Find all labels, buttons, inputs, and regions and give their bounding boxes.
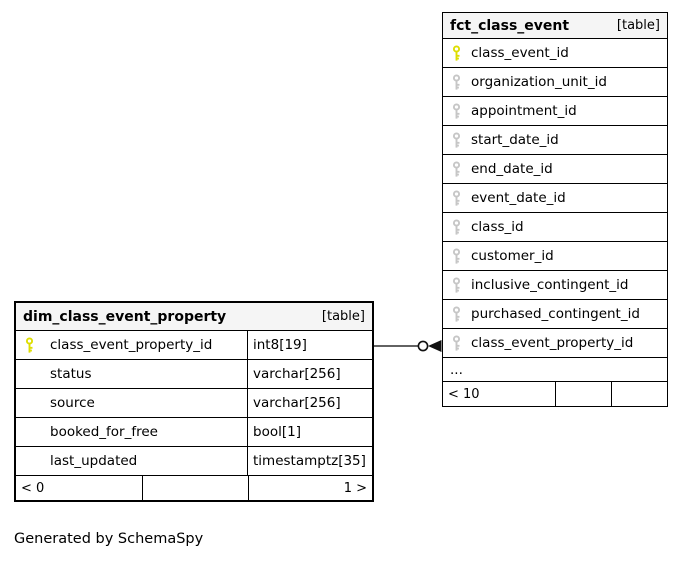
foreign-key-icon [443,218,471,236]
column-row-class-id[interactable]: class_id [443,213,667,242]
foreign-key-icon [443,189,471,207]
primary-key-icon [16,336,44,354]
truncated-columns-row: ... [443,358,667,382]
footer-parents-count [611,382,667,406]
footer-mid-cell [555,382,611,406]
column-name: class_event_id [471,45,569,61]
column-name: start_date_id [471,132,559,148]
foreign-key-icon [443,131,471,149]
foreign-key-icon [443,160,471,178]
column-row-end-date-id[interactable]: end_date_id [443,155,667,184]
foreign-key-icon [443,276,471,294]
column-name: inclusive_contingent_id [471,277,629,293]
foreign-key-icon [443,102,471,120]
column-name: booked_for_free [50,424,158,440]
column-type: int8[19] [247,331,372,359]
column-type: bool[1] [247,418,372,446]
column-row-event-date-id[interactable]: event_date_id [443,184,667,213]
foreign-key-icon [443,73,471,91]
column-name: class_id [471,219,524,235]
table-header[interactable]: dim_class_event_property [table] [16,303,372,331]
column-row-booked-for-free[interactable]: booked_for_free bool[1] [16,418,372,447]
column-row-inclusive-contingent-id[interactable]: inclusive_contingent_id [443,271,667,300]
column-name: source [50,395,95,411]
column-row-organization-unit-id[interactable]: organization_unit_id [443,68,667,97]
column-row-purchased-contingent-id[interactable]: purchased_contingent_id [443,300,667,329]
column-name: class_event_property_id [50,337,213,353]
column-name: class_event_property_id [471,335,634,351]
footer-parents-count: 1 > [248,476,372,500]
column-name: organization_unit_id [471,74,607,90]
column-name: end_date_id [471,161,553,177]
foreign-key-icon [443,305,471,323]
table-dim-class-event-property[interactable]: dim_class_event_property [table] class_e… [14,301,374,502]
table-fct-class-event[interactable]: fct_class_event [table] class_event_id o… [442,12,668,407]
table-type-badge: [table] [321,309,365,324]
column-row-last-updated[interactable]: last_updated timestamptz[35] [16,447,372,476]
foreign-key-icon [443,247,471,265]
table-header[interactable]: fct_class_event [table] [443,13,667,39]
column-type: varchar[256] [247,389,372,417]
column-name: status [50,366,92,382]
generated-by-credit: Generated by SchemaSpy [14,531,204,547]
table-footer: < 0 1 > [16,476,372,500]
column-name: customer_id [471,248,554,264]
column-row-customer-id[interactable]: customer_id [443,242,667,271]
primary-key-icon [443,44,471,62]
column-name: last_updated [50,453,138,469]
column-name: event_date_id [471,190,566,206]
column-type: timestamptz[35] [247,447,372,475]
footer-mid-cell [142,476,248,500]
column-row-class-event-id[interactable]: class_event_id [443,39,667,68]
column-row-class-event-property-id[interactable]: class_event_property_id [443,329,667,358]
table-title[interactable]: dim_class_event_property [23,308,227,325]
column-row-status[interactable]: status varchar[256] [16,360,372,389]
column-row-class-event-property-id[interactable]: class_event_property_id int8[19] [16,331,372,360]
table-footer: < 10 [443,382,667,406]
column-row-appointment-id[interactable]: appointment_id [443,97,667,126]
column-row-source[interactable]: source varchar[256] [16,389,372,418]
column-type: varchar[256] [247,360,372,388]
column-name: purchased_contingent_id [471,306,640,322]
table-title[interactable]: fct_class_event [450,17,570,34]
footer-children-count: < 0 [21,480,45,496]
foreign-key-icon [443,334,471,352]
footer-children-count: < 10 [448,386,480,402]
table-type-badge: [table] [616,18,660,33]
column-row-start-date-id[interactable]: start_date_id [443,126,667,155]
column-name: appointment_id [471,103,577,119]
